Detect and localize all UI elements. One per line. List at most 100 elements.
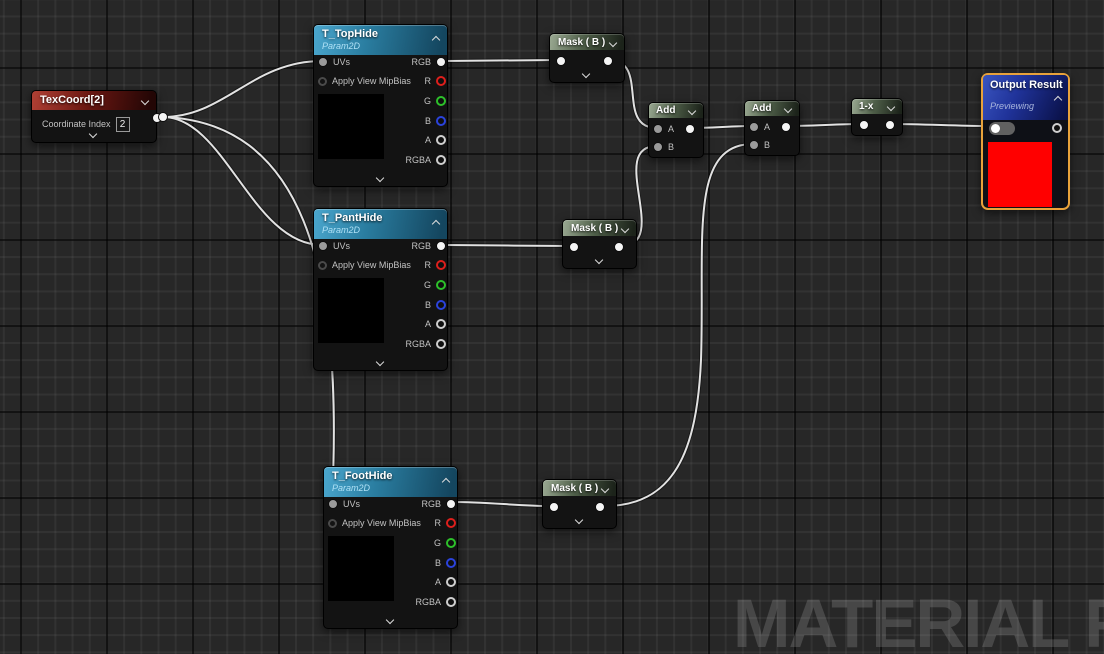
node-header[interactable]: Mask ( B ) [543,480,616,496]
a-label: A [424,135,431,145]
uvs-pin[interactable] [318,57,328,67]
expand-chevron-icon[interactable] [574,515,583,525]
coordinate-index-label: Coordinate Index [42,119,111,129]
a-output-pin[interactable] [446,577,456,587]
b-output-pin[interactable] [436,300,446,310]
mipbias-pin[interactable] [318,260,327,270]
node-add-1[interactable]: Add A B [648,102,704,158]
add-input-a-pin[interactable] [653,124,663,134]
rgba-label: RGBA [405,339,431,349]
node-title: TexCoord[2] [40,94,104,106]
mask-input-pin[interactable] [569,242,579,252]
input-b-label: B [668,142,675,152]
node-header[interactable]: Output Result Previewing [983,75,1068,120]
mask-output-pin[interactable] [614,242,624,252]
g-output-pin[interactable] [446,538,456,548]
g-output-pin[interactable] [436,96,446,106]
node-title: 1-x [859,101,874,112]
node-t-tophide[interactable]: T_TopHide Param2D UVs Apply View MipBias… [313,24,448,187]
node-header[interactable]: Mask ( B ) [563,220,636,236]
b-label: B [424,116,431,126]
node-t-foothide[interactable]: T_FootHide Param2D UVs Apply View MipBia… [323,466,458,629]
node-header[interactable]: T_FootHide Param2D [324,467,457,497]
expand-chevron-icon[interactable] [375,357,384,367]
uvs-label: UVs [343,499,361,509]
node-subtitle: Param2D [322,225,361,235]
texture-preview [328,536,394,601]
node-title: Mask ( B ) [558,37,606,48]
mask-output-pin[interactable] [603,56,613,66]
node-header[interactable]: Add [745,101,799,116]
expand-chevron-icon[interactable] [581,69,591,79]
node-mask-top[interactable]: Mask ( B ) [549,33,625,83]
r-output-pin[interactable] [436,76,446,86]
expand-chevron-icon[interactable] [375,173,384,183]
g-label: G [423,280,431,290]
r-output-pin[interactable] [436,260,446,270]
a-output-pin[interactable] [436,319,446,329]
node-one-minus-x[interactable]: 1-x [851,98,903,136]
expand-chevron-icon[interactable] [594,255,603,265]
rgb-output-pin[interactable] [446,499,456,509]
texture-preview [318,94,384,159]
input-a-label: A [668,124,675,134]
add-input-b-pin[interactable] [653,142,663,152]
r-label: R [424,76,432,86]
node-header[interactable]: T_TopHide Param2D [314,25,447,55]
r-output-pin[interactable] [446,518,456,528]
b-label: B [434,558,441,568]
coordinate-index-field[interactable]: 2 [115,116,130,132]
a-label: A [424,319,431,329]
b-output-pin[interactable] [436,116,446,126]
node-title: T_PantHide [322,212,383,224]
watermark-text: MATERIAL FUN [733,585,1104,654]
rgb-output-pin[interactable] [436,241,446,251]
rgba-output-pin[interactable] [436,155,446,165]
node-header[interactable]: TexCoord[2] [32,91,156,110]
node-header[interactable]: Add [649,103,703,118]
rgba-label: RGBA [415,597,441,607]
mask-input-pin[interactable] [556,56,566,66]
node-header[interactable]: T_PantHide Param2D [314,209,447,239]
node-add-2[interactable]: Add A B [744,100,800,156]
mipbias-pin[interactable] [328,518,337,528]
node-title: Add [752,103,772,114]
b-output-pin[interactable] [446,558,456,568]
node-header[interactable]: Mask ( B ) [550,34,624,50]
a-output-pin[interactable] [436,135,446,145]
node-t-panthide[interactable]: T_PantHide Param2D UVs Apply View MipBia… [313,208,448,371]
mask-input-pin[interactable] [549,502,559,512]
rgba-output-pin[interactable] [446,597,456,607]
add-output-pin[interactable] [781,122,791,132]
mipbias-pin[interactable] [318,76,327,86]
rgb-output-pin[interactable] [436,57,446,67]
node-title: T_FootHide [332,470,393,482]
oneminus-output-pin[interactable] [885,120,895,130]
output-side-pin[interactable] [1052,123,1062,133]
node-title: Add [656,105,676,116]
g-output-pin[interactable] [436,280,446,290]
node-mask-middle[interactable]: Mask ( B ) [562,219,637,269]
rgba-output-pin[interactable] [436,339,446,349]
expand-chevron-icon[interactable] [88,129,98,139]
node-output-result[interactable]: Output Result Previewing [981,73,1070,210]
add-input-b-pin[interactable] [749,140,759,150]
node-texcoord[interactable]: TexCoord[2] Coordinate Index 2 [31,90,162,143]
oneminus-input-pin[interactable] [859,120,869,130]
mask-output-pin[interactable] [595,502,605,512]
uvs-pin[interactable] [328,499,338,509]
add-output-pin[interactable] [685,124,695,134]
node-subtitle: Param2D [332,483,371,493]
uvs-pin[interactable] [318,241,328,251]
g-label: G [433,538,441,548]
rgb-label: RGB [411,57,431,67]
node-mask-bottom[interactable]: Mask ( B ) [542,479,617,529]
wire-bundle-dot[interactable] [158,112,168,122]
output-input-pin[interactable] [989,122,1015,135]
add-input-a-pin[interactable] [749,122,759,132]
a-label: A [434,577,441,587]
input-b-label: B [764,140,771,150]
expand-chevron-icon[interactable] [385,615,394,625]
node-header[interactable]: 1-x [852,99,902,114]
